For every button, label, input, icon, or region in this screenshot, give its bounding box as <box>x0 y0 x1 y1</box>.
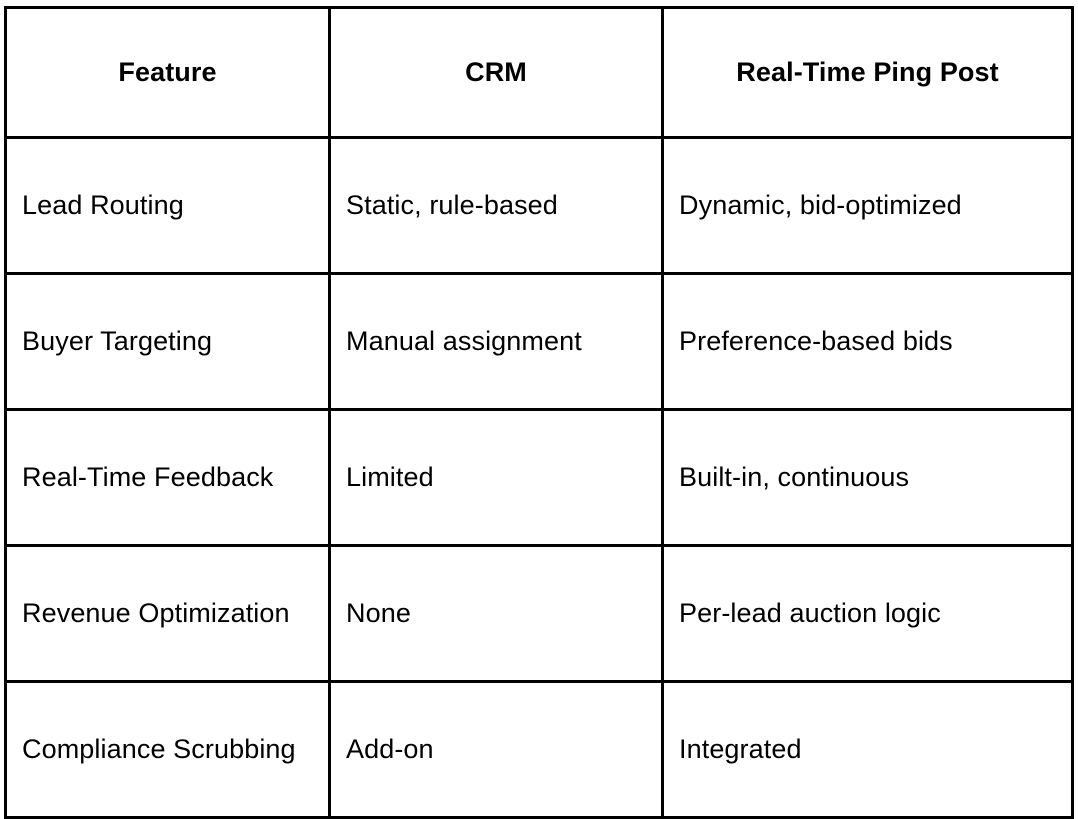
table-row: Real-Time Feedback Limited Built-in, con… <box>4 408 1074 547</box>
column-header-feature: Feature <box>4 6 331 139</box>
table-row: Buyer Targeting Manual assignment Prefer… <box>4 272 1074 411</box>
cell-ping-post: Per-lead auction logic <box>661 544 1074 683</box>
cell-crm: Static, rule-based <box>328 136 664 275</box>
cell-crm: Add-on <box>328 680 664 819</box>
cell-ping-post: Dynamic, bid-optimized <box>661 136 1074 275</box>
cell-ping-post: Integrated <box>661 680 1074 819</box>
table-row: Compliance Scrubbing Add-on Integrated <box>4 680 1074 819</box>
cell-crm: Manual assignment <box>328 272 664 411</box>
table-body: Lead Routing Static, rule-based Dynamic,… <box>4 136 1074 819</box>
cell-feature: Compliance Scrubbing <box>4 680 331 819</box>
table-header-row: Feature CRM Real-Time Ping Post <box>4 6 1074 139</box>
cell-feature: Lead Routing <box>4 136 331 275</box>
cell-feature: Buyer Targeting <box>4 272 331 411</box>
cell-feature: Revenue Optimization <box>4 544 331 683</box>
cell-ping-post: Preference-based bids <box>661 272 1074 411</box>
comparison-table-container: Feature CRM Real-Time Ping Post Lead Rou… <box>4 6 1074 819</box>
column-header-crm: CRM <box>328 6 664 139</box>
cell-crm: None <box>328 544 664 683</box>
comparison-table: Feature CRM Real-Time Ping Post Lead Rou… <box>4 6 1074 819</box>
cell-feature: Real-Time Feedback <box>4 408 331 547</box>
table-row: Revenue Optimization None Per-lead aucti… <box>4 544 1074 683</box>
cell-crm: Limited <box>328 408 664 547</box>
table-row: Lead Routing Static, rule-based Dynamic,… <box>4 136 1074 275</box>
column-header-ping-post: Real-Time Ping Post <box>661 6 1074 139</box>
table-header: Feature CRM Real-Time Ping Post <box>4 6 1074 139</box>
cell-ping-post: Built-in, continuous <box>661 408 1074 547</box>
